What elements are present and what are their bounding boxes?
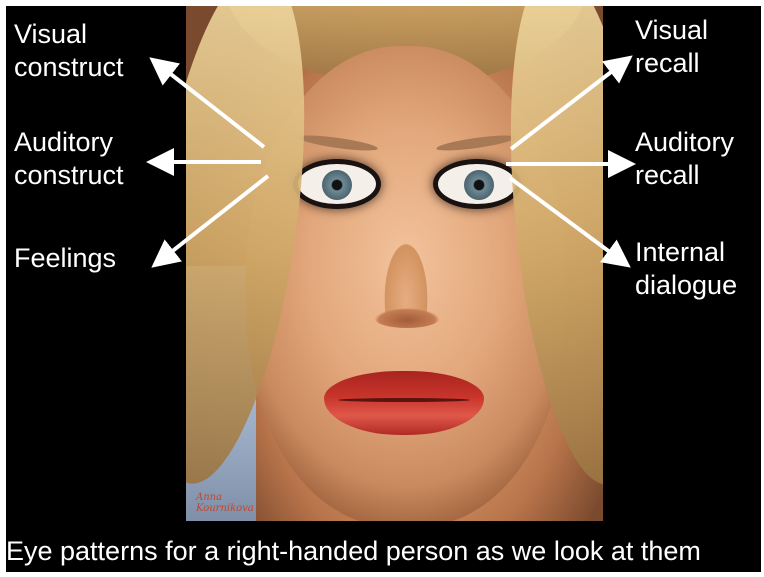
arrow-feelings — [156, 176, 268, 264]
label-internal-dialogue: Internal dialogue — [635, 236, 737, 302]
arrow-visual-construct — [154, 61, 264, 147]
slide: Anna Kournikova Visual construct Auditor… — [6, 6, 761, 572]
label-auditory-construct-line-1: Auditory — [14, 126, 124, 159]
label-visual-construct-line-1: Visual — [14, 18, 124, 51]
label-visual-recall-line-1: Visual — [635, 14, 708, 47]
label-auditory-construct: Auditory construct — [14, 126, 124, 192]
label-visual-construct-line-2: construct — [14, 51, 124, 84]
label-auditory-recall-line-1: Auditory — [635, 126, 734, 159]
arrow-visual-recall — [511, 59, 628, 149]
label-auditory-recall: Auditory recall — [635, 126, 734, 192]
label-feelings: Feelings — [14, 242, 116, 275]
label-visual-recall-line-2: recall — [635, 47, 708, 80]
label-internal-dialogue-line-2: dialogue — [635, 269, 737, 302]
label-auditory-construct-line-2: construct — [14, 159, 124, 192]
label-auditory-recall-line-2: recall — [635, 159, 734, 192]
label-visual-construct: Visual construct — [14, 18, 124, 84]
label-internal-dialogue-line-1: Internal — [635, 236, 737, 269]
label-visual-recall: Visual recall — [635, 14, 708, 80]
label-feelings-line-1: Feelings — [14, 242, 116, 275]
arrow-internal-dialogue — [510, 178, 626, 264]
caption: Eye patterns for a right-handed person a… — [6, 533, 761, 569]
